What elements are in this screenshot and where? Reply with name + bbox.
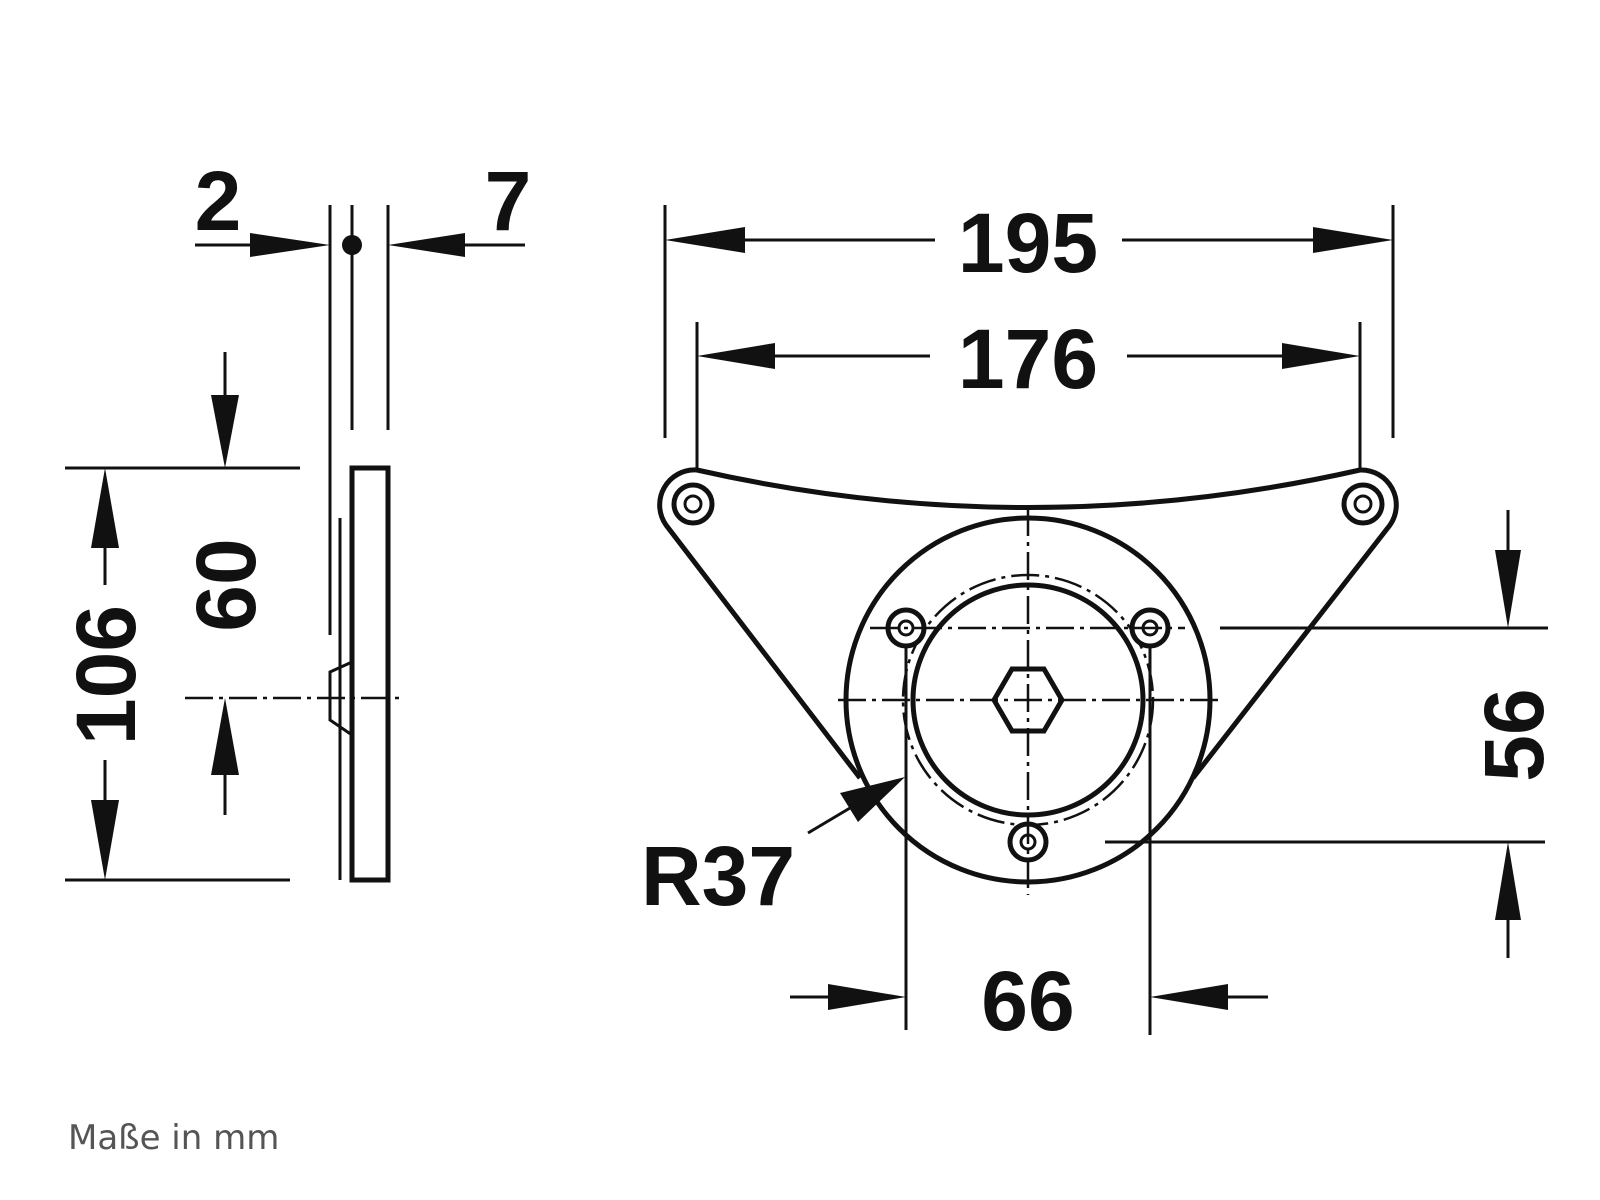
dim-60-arrow-top [211,395,239,468]
dim-label-66: 66 [981,954,1074,1048]
dim-176-arrow-right [1282,343,1360,369]
dimension-dot [342,235,362,255]
dim-label-195: 195 [958,196,1098,290]
dim-66-arrow-right [1150,984,1228,1010]
dim-60-arrow-bottom [211,698,239,775]
bolt-hole-right [1129,607,1171,649]
bolt-hole-bottom [1007,821,1049,863]
dim-176-arrow-left [697,343,775,369]
inner-hub-circle [910,582,1146,818]
mounting-plate-outline [657,467,1399,780]
plate-profile [349,465,391,883]
radius-leader-line [807,806,851,835]
bolt-hole-left [885,607,927,649]
dim-label-176: 176 [958,312,1098,406]
dim-label-56: 56 [1467,688,1561,781]
dim-label-2: 2 [195,154,242,248]
dim-106-arrow-top [91,468,119,548]
dim-56-arrow-bottom [1495,842,1521,920]
hub-profile [328,660,353,737]
dim-195-arrow-right [1313,227,1393,253]
corner-hole-left [671,482,715,526]
dim-195-arrow-left [665,227,745,253]
dim-7-arrow [388,233,465,257]
dim-label-106: 106 [59,605,153,745]
dim-56-arrow-top [1495,550,1521,628]
dim-label-7: 7 [485,154,532,248]
corner-hole-right [1341,482,1385,526]
dim-label-radius: R37 [641,829,795,923]
units-note: Maße in mm [68,1118,280,1158]
dim-66-arrow-left [828,984,906,1010]
dim-2-arrow [250,233,330,257]
radius-leader-arrow [840,777,905,822]
dim-106-arrow-bottom [91,800,119,880]
front-view [657,205,1548,1035]
side-view [65,205,525,883]
dim-label-60: 60 [179,538,273,631]
